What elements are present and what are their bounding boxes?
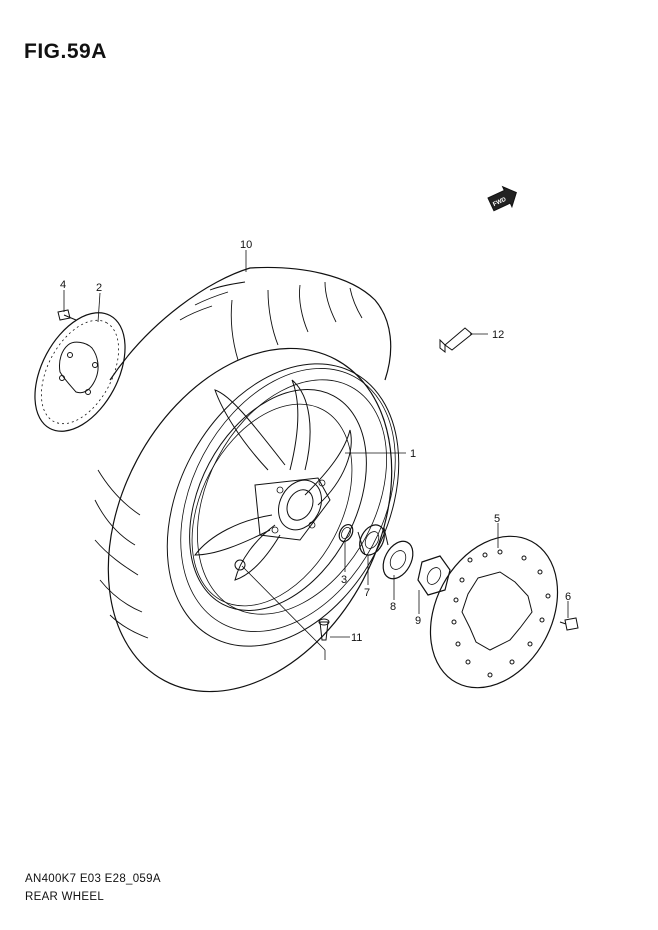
callout-6: 6 [565,591,571,603]
brake-disc [429,535,559,689]
callout-11: 11 [351,632,362,644]
spacer-part-7 [357,524,389,556]
tire [94,266,400,693]
callout-1: 1 [410,448,416,460]
callout-3: 3 [341,574,347,586]
diagram-code: AN400K7 E03 E28_059A [25,873,161,885]
clip-part-12 [439,327,473,354]
callout-4: 4 [60,279,66,291]
callout-8: 8 [390,601,396,613]
callout-12: 12 [492,329,504,341]
diagram-name: REAR WHEEL [25,891,105,903]
callout-7: 7 [364,587,370,599]
valve-part-11 [318,618,330,641]
fwd-badge-text: FWD [492,197,508,208]
leader-lines [63,250,569,660]
callout-2: 2 [96,282,102,294]
figure-title: FIG.59A [24,40,107,63]
callout-10: 10 [240,239,252,251]
fwd-direction-badge: FWD [487,185,517,212]
nut-part-9 [417,555,451,596]
sensor-rotor-ring [34,312,126,432]
bolt-part-6 [559,617,579,631]
collar-part-8 [382,540,414,580]
washer-part-3 [338,523,354,543]
callout-5: 5 [494,513,500,525]
callout-9: 9 [415,615,421,627]
bolt-part-4 [57,309,77,321]
disc-holes [451,549,551,678]
wheel-rim [189,379,367,611]
